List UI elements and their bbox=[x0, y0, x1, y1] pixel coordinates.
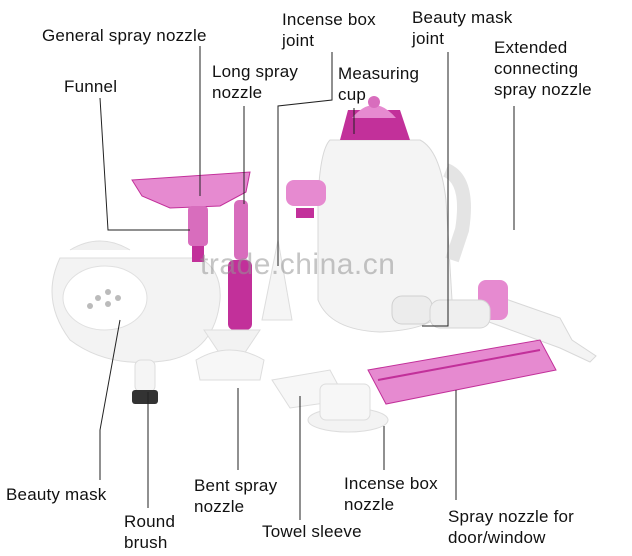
label-line: Long spray bbox=[212, 62, 299, 81]
label-line: door/window bbox=[448, 528, 546, 547]
label-beauty-mask: Beauty mask bbox=[6, 485, 107, 504]
door-window-nozzle-part bbox=[367, 339, 557, 405]
label-line: nozzle bbox=[194, 497, 245, 516]
label-line: connecting bbox=[494, 59, 579, 78]
label-line: Spray nozzle for bbox=[448, 507, 575, 526]
beauty-mask-part bbox=[51, 240, 221, 363]
label-line: Beauty mask bbox=[412, 8, 513, 27]
label-line: Round bbox=[124, 512, 176, 531]
label-line: cup bbox=[338, 85, 367, 104]
general-spray-nozzle-part bbox=[131, 171, 251, 262]
label-line: nozzle bbox=[344, 495, 395, 514]
leader-lines bbox=[99, 46, 515, 520]
label-line: Incense box bbox=[344, 474, 438, 493]
label-line: Extended bbox=[494, 38, 568, 57]
label-line: nozzle bbox=[212, 83, 263, 102]
label-round-brush: Round brush bbox=[124, 511, 175, 553]
label-incense-box-joint: Incense box joint bbox=[282, 9, 376, 51]
watermark: trade.china.cn bbox=[200, 248, 396, 281]
label-long-spray-nozzle: Long spray nozzle bbox=[212, 61, 298, 103]
label-line: Incense box bbox=[282, 10, 376, 29]
incense-box-nozzle-part bbox=[307, 383, 389, 433]
label-line: joint bbox=[282, 31, 315, 50]
label-line: spray nozzle bbox=[494, 80, 592, 99]
label-towel-sleeve: Towel sleeve bbox=[262, 522, 362, 541]
label-line: Bent spray bbox=[194, 476, 278, 495]
steamer-body-part bbox=[286, 96, 471, 333]
label-line: joint bbox=[412, 29, 445, 48]
label-measuring-cup: Measuring cup bbox=[338, 63, 419, 105]
funnel-part bbox=[195, 239, 293, 381]
label-funnel: Funnel bbox=[64, 77, 118, 96]
label-bent-spray-nozzle: Bent spray nozzle bbox=[194, 475, 277, 517]
extended-nozzle-part bbox=[429, 280, 597, 363]
long-spray-nozzle-part bbox=[228, 200, 252, 330]
label-extended-connecting-spray-nozzle: Extended connecting spray nozzle bbox=[494, 37, 592, 100]
label-beauty-mask-joint: Beauty mask joint bbox=[412, 7, 512, 49]
label-incense-box-nozzle: Incense box nozzle bbox=[344, 473, 438, 515]
label-line: Measuring bbox=[338, 64, 420, 83]
label-general-spray-nozzle: General spray nozzle bbox=[42, 26, 207, 45]
label-line: brush bbox=[124, 533, 168, 552]
round-brush-part bbox=[132, 359, 158, 404]
label-spray-nozzle-door-window: Spray nozzle for door/window bbox=[448, 506, 574, 548]
